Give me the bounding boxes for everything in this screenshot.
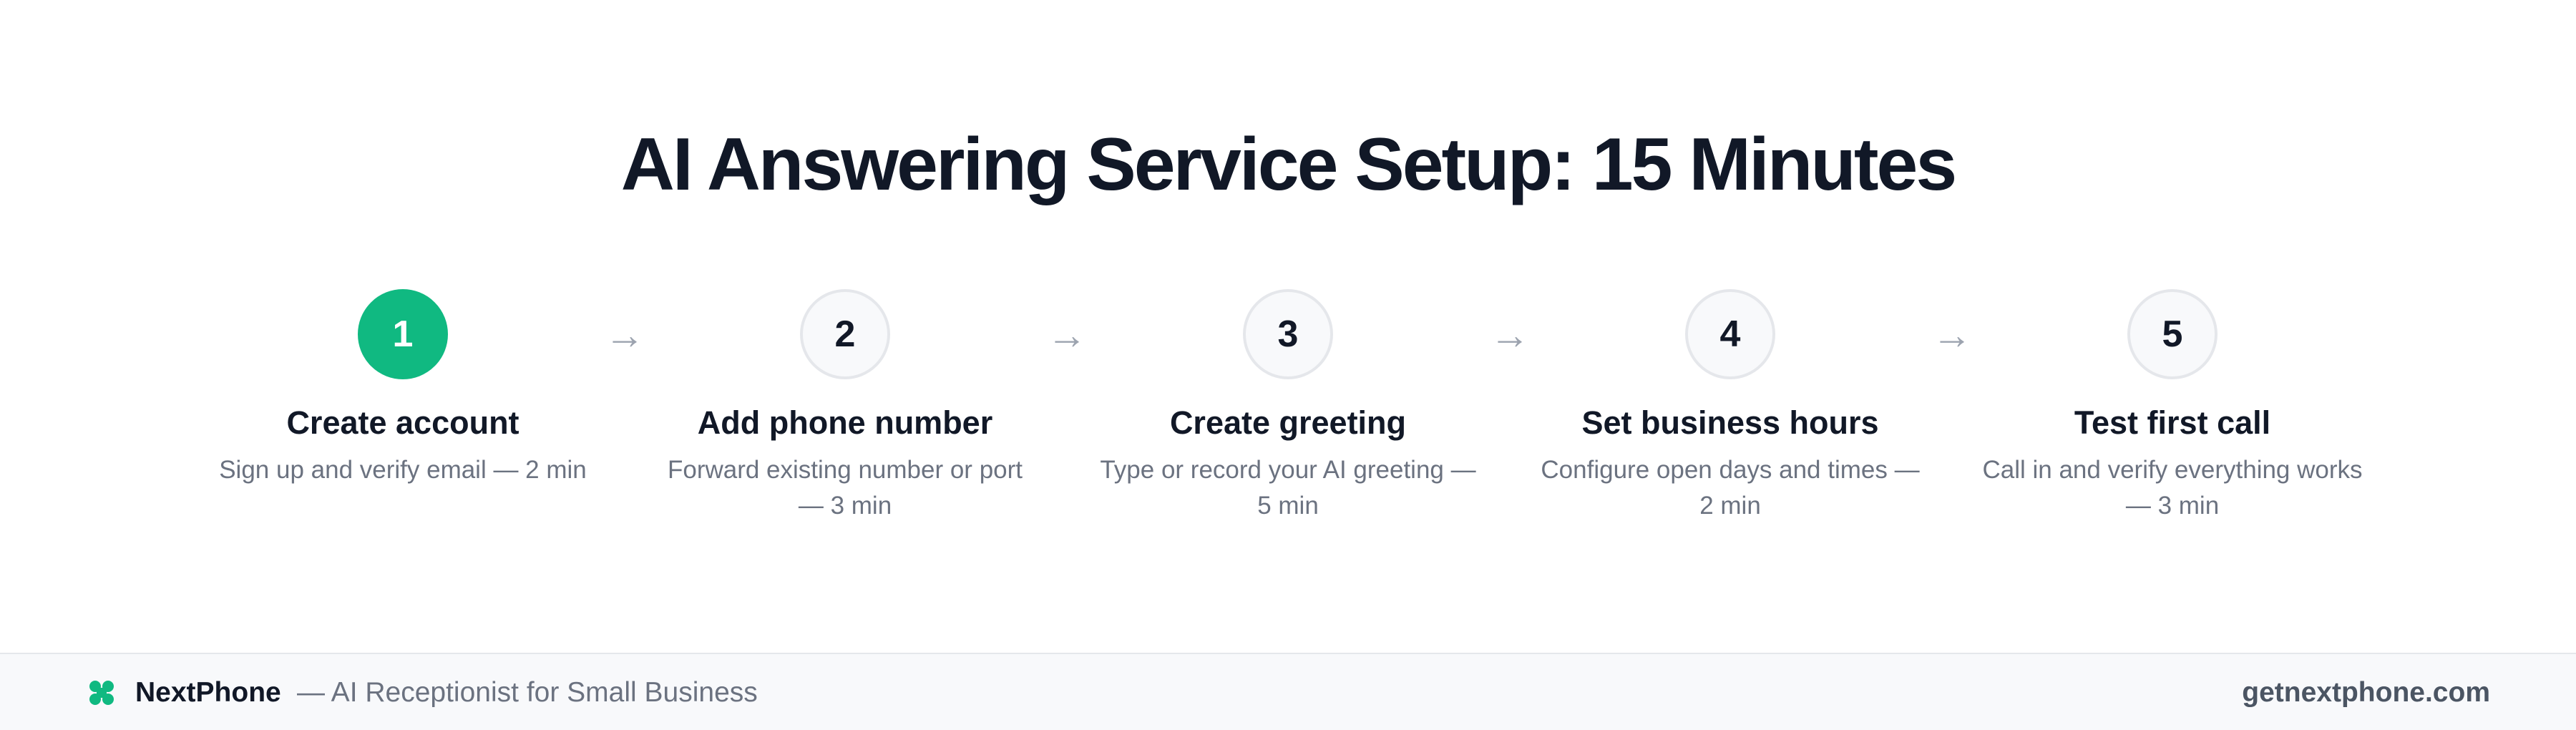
arrow-right-icon: → (605, 312, 645, 357)
main-content: AI Answering Service Setup: 15 Minutes 1… (195, 123, 2380, 524)
step-1: 1 Create account Sign up and verify emai… (195, 289, 610, 488)
step-description: Sign up and verify email — 2 min (219, 456, 587, 484)
brand-tagline: — AI Receptionist for Small Business (297, 677, 758, 708)
step-number-badge: 2 (800, 289, 890, 379)
step-description: Forward existing number or port — 3 min (667, 456, 1023, 520)
step-number-badge: 4 (1685, 289, 1775, 379)
step-title: Test first call (2074, 404, 2271, 441)
step-title: Add phone number (697, 404, 993, 441)
step-description: Call in and verify everything works — 3 … (1982, 456, 2363, 520)
step-2: 2 Add phone number Forward existing numb… (638, 289, 1053, 524)
step-description: Type or record your AI greeting — 5 min (1100, 456, 1476, 520)
page-title: AI Answering Service Setup: 15 Minutes (620, 123, 1957, 206)
arrow-right-icon: → (1047, 312, 1087, 357)
arrow-right-icon: → (1932, 312, 1972, 357)
step-number-badge: 5 (2127, 289, 2218, 379)
arrow-right-icon: → (1490, 312, 1530, 357)
step-number-badge: 1 (358, 289, 448, 379)
step-description: Configure open days and times — 2 min (1541, 456, 1920, 520)
brand-name: NextPhone (135, 677, 281, 708)
step-5: 5 Test first call Call in and verify eve… (1965, 289, 2380, 524)
step-title: Create account (286, 404, 519, 441)
website-link[interactable]: getnextphone.com (2242, 677, 2490, 708)
step-number-badge: 3 (1243, 289, 1333, 379)
step-title: Create greeting (1169, 404, 1407, 441)
footer-bar: NextPhone — AI Receptionist for Small Bu… (0, 653, 2576, 730)
clover-logo-icon (87, 678, 116, 707)
step-4: 4 Set business hours Configure open days… (1523, 289, 1938, 524)
setup-steps: 1 Create account Sign up and verify emai… (195, 289, 2380, 524)
step-3: 3 Create greeting Type or record your AI… (1080, 289, 1496, 524)
step-title: Set business hours (1581, 404, 1879, 441)
